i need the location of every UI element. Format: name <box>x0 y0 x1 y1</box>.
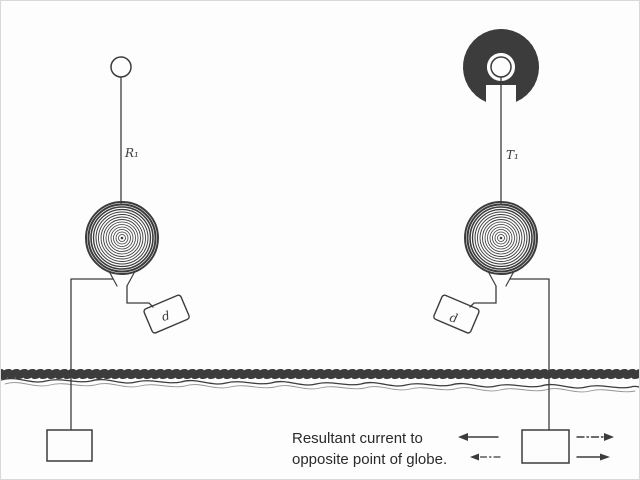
caption-line-2: opposite point of globe. <box>292 451 447 468</box>
caption-line-1: Resultant current to <box>292 430 423 447</box>
current-arrow-lower-left-head <box>470 453 479 461</box>
receiver-spiral-coil <box>85 201 159 275</box>
current-arrows <box>458 433 614 461</box>
transmitter-coil-funnel <box>487 270 515 287</box>
earth-surface-line-secondary <box>4 382 636 393</box>
earth-surface-line <box>1 377 639 389</box>
receiver-label: R₁ <box>124 146 139 160</box>
receiver-device-lead <box>126 285 154 308</box>
transmitter-label: T₁ <box>506 148 519 162</box>
transmitter-device-lead <box>469 285 497 308</box>
receiver-terminal-ball <box>110 56 132 78</box>
receiver-ground-wire <box>70 278 114 431</box>
transmitter-spiral-coil <box>464 201 538 275</box>
receiver-coil-funnel <box>108 270 136 287</box>
caption: Resultant current to opposite point of g… <box>292 430 447 468</box>
transmitter-station: T₁ d <box>432 29 570 464</box>
receiver-ground-plate <box>46 429 93 462</box>
transmitter-terminal-ball <box>490 56 512 78</box>
transmitter-device-label: d <box>448 310 459 326</box>
receiver-station: R₁ d <box>46 56 191 462</box>
receiver-device-label: d <box>160 308 171 324</box>
transmitter-ground-wire <box>509 278 550 431</box>
current-arrow-left-head <box>458 433 468 441</box>
current-arrow-right-dashdot-head <box>604 433 614 441</box>
earth-ground <box>1 369 639 393</box>
transmitter-ground-plate <box>521 429 570 464</box>
current-arrow-lower-right-head <box>600 453 610 461</box>
